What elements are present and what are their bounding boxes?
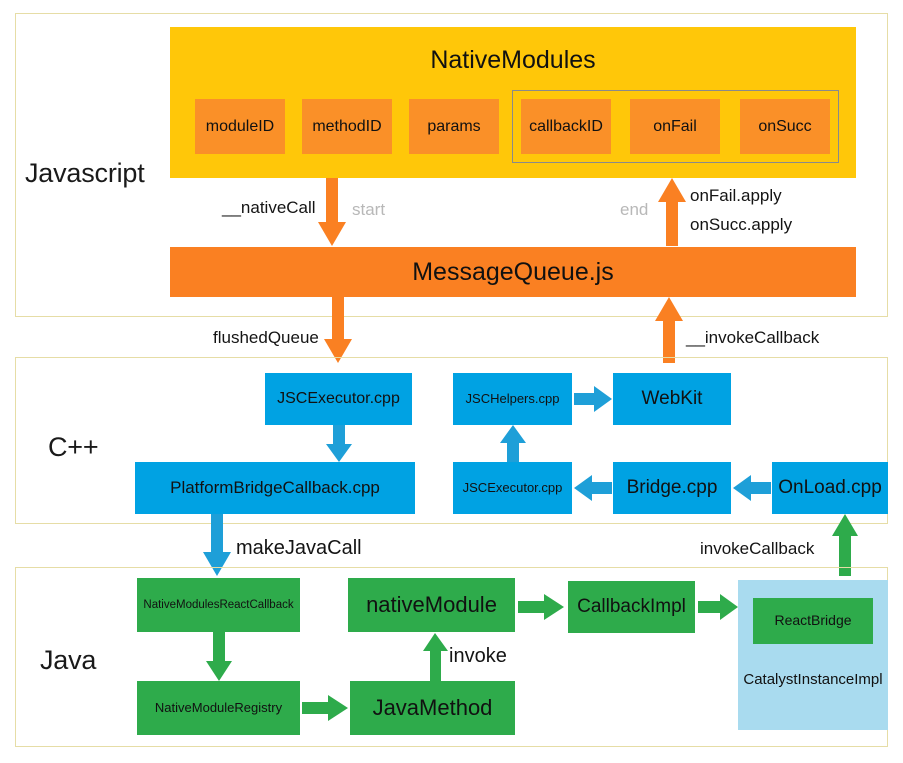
- arrow-jscexecutor-to-platformbridge: [326, 425, 352, 462]
- java-box-callbackimpl[interactable]: CallbackImpl: [568, 581, 695, 633]
- arrow-registry-to-javamethod: [302, 695, 348, 721]
- arrow-invokecallback-up: [655, 297, 683, 363]
- chip-params[interactable]: params: [409, 99, 499, 154]
- java-box-nativemodule[interactable]: nativeModule: [348, 578, 515, 632]
- cpp-box-onload[interactable]: OnLoad.cpp: [772, 462, 888, 514]
- edge-label-onsucc-apply: onSucc.apply: [690, 215, 793, 234]
- chip-callbackid[interactable]: callbackID: [521, 99, 611, 154]
- arrow-flushedqueue-down: [324, 297, 352, 363]
- layer-label-java: Java: [40, 645, 97, 675]
- arrow-invokecallback-java-up: [832, 514, 858, 576]
- cpp-layer-panel: [15, 357, 888, 524]
- java-box-reactbridge[interactable]: ReactBridge: [753, 598, 873, 644]
- arrow-jschelpers-to-webkit: [574, 386, 612, 412]
- arrow-jscexecutor-to-jschelpers-up: [500, 425, 526, 462]
- cpp-box-bridge[interactable]: Bridge.cpp: [613, 462, 731, 514]
- chip-onfail[interactable]: onFail: [630, 99, 720, 154]
- arrow-callback-apply-up: [658, 178, 686, 246]
- message-queue-bar[interactable]: MessageQueue.js: [170, 247, 856, 297]
- edge-label-onfail-apply: onFail.apply: [690, 186, 782, 205]
- arrow-bridge-to-jscexecutor: [574, 475, 612, 501]
- arrow-onload-to-bridge: [733, 475, 771, 501]
- java-box-nativemoduleregistry[interactable]: NativeModuleRegistry: [137, 681, 300, 735]
- callback-group-outline: [512, 90, 839, 163]
- cpp-box-platformbridgecallback[interactable]: PlatformBridgeCallback.cpp: [135, 462, 415, 514]
- arrow-reactcallback-to-registry: [206, 632, 232, 681]
- arrow-javamethod-to-nativemodule-invoke: [423, 633, 448, 681]
- cpp-box-jschelpers[interactable]: JSCHelpers.cpp: [453, 373, 572, 425]
- edge-label-makejavacall: makeJavaCall: [236, 537, 362, 559]
- layer-label-javascript: Javascript: [25, 158, 145, 188]
- catalyst-instance-impl-label: CatalystInstanceImpl: [743, 671, 883, 688]
- javascript-layer-panel: [15, 13, 888, 317]
- chip-moduleid[interactable]: moduleID: [195, 99, 285, 154]
- layer-label-cpp: C++: [48, 432, 99, 462]
- java-box-javamethod[interactable]: JavaMethod: [350, 681, 515, 735]
- edge-label-invokecallback-js: __invokeCallback: [686, 328, 820, 347]
- java-box-nativemodulesreactcallback[interactable]: NativeModulesReactCallback: [137, 578, 300, 632]
- cpp-box-jscexecutor-bottom[interactable]: JSCExecutor.cpp: [453, 462, 572, 514]
- native-modules-title: NativeModules: [430, 46, 596, 74]
- chip-onsucc[interactable]: onSucc: [740, 99, 830, 154]
- edge-label-flushedqueue: flushedQueue: [213, 328, 319, 347]
- edge-label-start: start: [352, 200, 386, 219]
- cpp-box-webkit[interactable]: WebKit: [613, 373, 731, 425]
- arrow-makejavacall-down: [203, 514, 231, 576]
- chip-methodid[interactable]: methodID: [302, 99, 392, 154]
- edge-label-invoke: invoke: [449, 645, 507, 667]
- edge-label-nativecall: __nativeCall: [222, 198, 316, 217]
- arrow-callbackimpl-to-catalyst: [698, 594, 738, 620]
- edge-label-end: end: [620, 200, 649, 219]
- arrow-nativemodule-to-callbackimpl: [518, 594, 564, 620]
- arrow-nativecall-down: [318, 178, 346, 246]
- edge-label-invokecallback-java: invokeCallback: [700, 539, 815, 558]
- cpp-box-jscexecutor-top[interactable]: JSCExecutor.cpp: [265, 373, 412, 425]
